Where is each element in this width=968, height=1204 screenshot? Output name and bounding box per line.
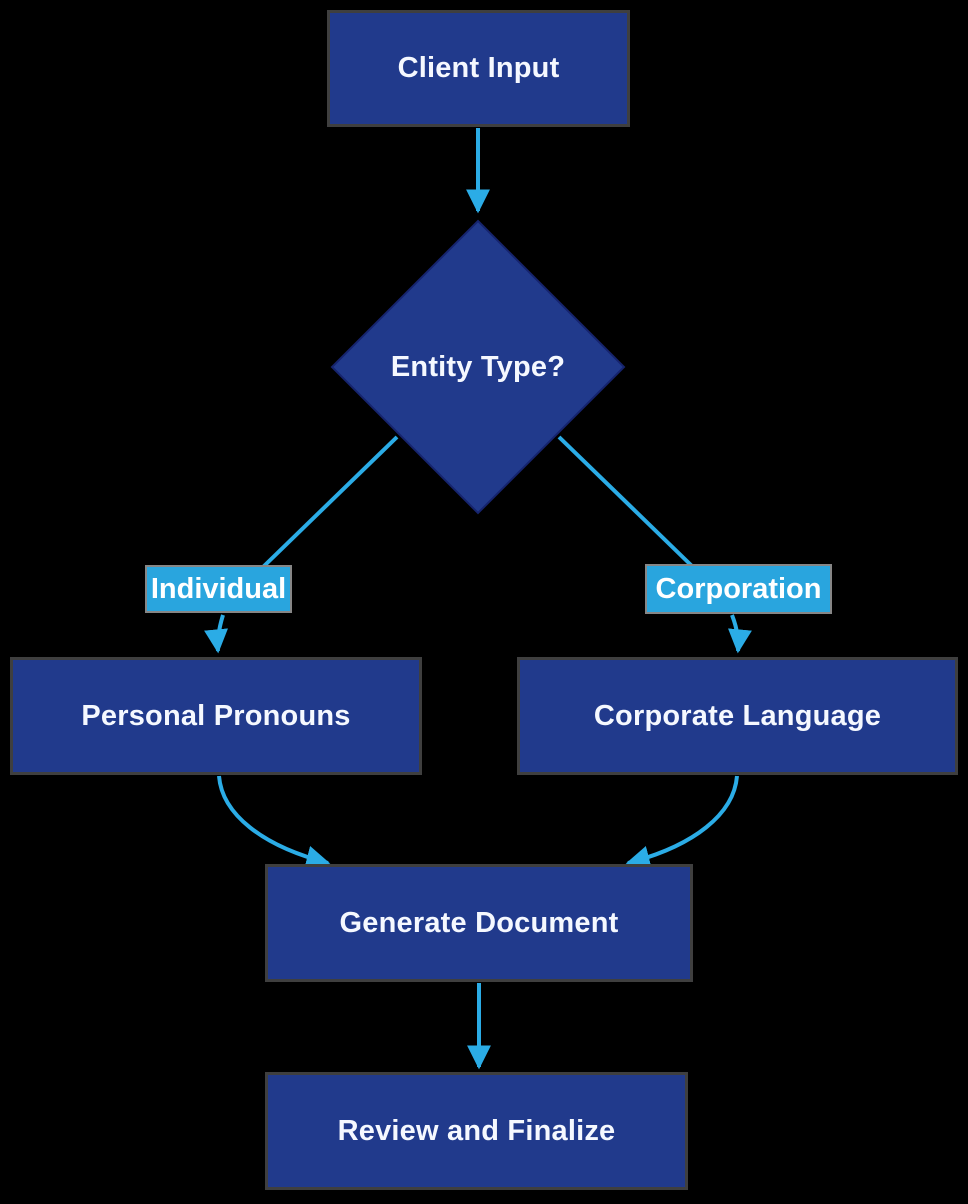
node-review-finalize-label: Review and Finalize xyxy=(337,1114,616,1147)
node-entity-type-label: Entity Type? xyxy=(390,350,566,383)
node-generate-document: Generate Document xyxy=(265,864,693,982)
edge-individual-label-to-personal-pronouns xyxy=(204,614,229,654)
node-entity-type-diamond-shape xyxy=(330,219,626,515)
node-corporate-language: Corporate Language xyxy=(517,657,958,775)
node-generate-document-label: Generate Document xyxy=(339,906,619,939)
edge-entity-type-to-corporation-label xyxy=(557,435,696,570)
node-personal-pronouns: Personal Pronouns xyxy=(10,657,422,775)
edge-label-corporation: Corporation xyxy=(645,564,832,614)
edge-label-individual: Individual xyxy=(145,565,292,613)
edge-corporation-label-to-corporate-language xyxy=(727,614,752,654)
edge-entity-type-to-individual-label xyxy=(260,435,399,570)
edge-personal-pronouns-to-generate-document xyxy=(217,775,331,870)
edge-label-corporation-text: Corporation xyxy=(655,572,822,605)
edge-label-individual-text: Individual xyxy=(150,572,287,605)
node-personal-pronouns-label: Personal Pronouns xyxy=(81,699,351,732)
edge-corporate-language-to-generate-document xyxy=(625,775,739,870)
node-client-input: Client Input xyxy=(327,10,630,127)
node-corporate-language-label: Corporate Language xyxy=(593,699,882,732)
node-entity-type: Entity Type? xyxy=(353,342,603,392)
node-review-finalize: Review and Finalize xyxy=(265,1072,688,1190)
node-client-input-label: Client Input xyxy=(397,52,560,84)
